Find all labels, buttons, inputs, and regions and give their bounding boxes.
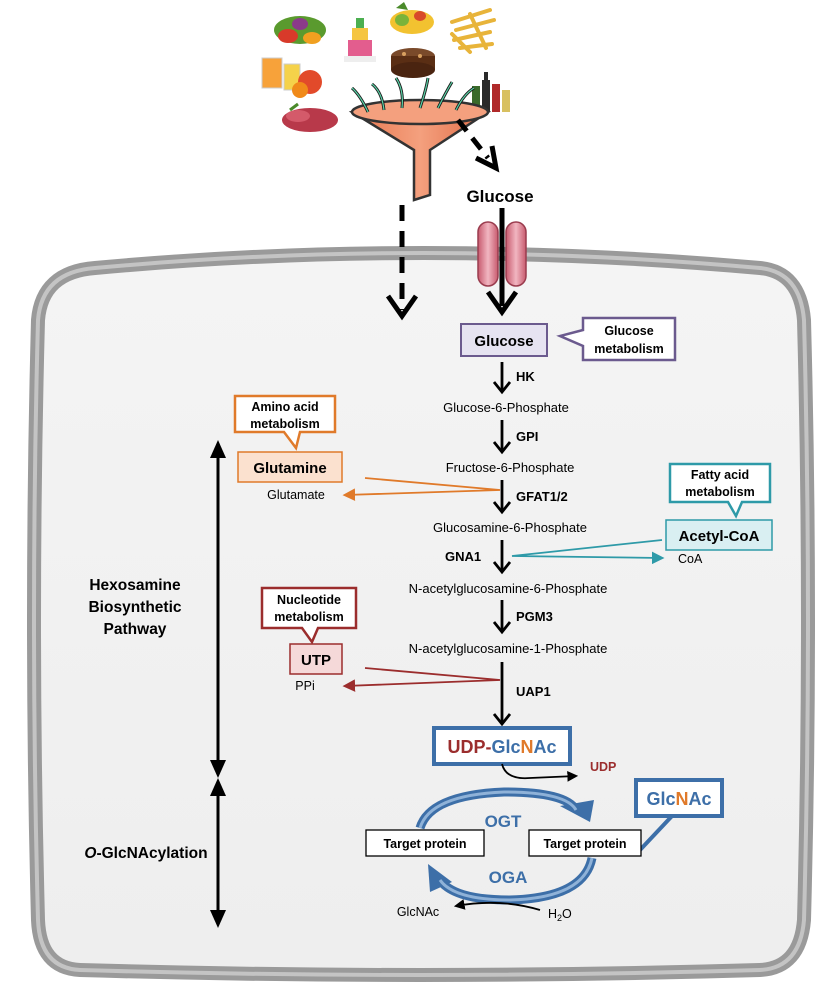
- nucleotide-metabolism-line2: metabolism: [274, 610, 343, 624]
- main-pathway-arrows: [492, 362, 512, 727]
- enzyme-gpi: GPI: [516, 429, 538, 444]
- hbp-label-line2: Biosynthetic: [88, 599, 181, 616]
- glucose-box: [460, 323, 548, 357]
- glcnac-free-label: GlcNAc: [397, 905, 439, 919]
- oglcnacylation-label: O-GlcNAcylation: [84, 845, 207, 862]
- fatty-metabolism-line1: Fatty acid: [691, 468, 749, 482]
- nucleotide-metabolism-line1: Nucleotide: [277, 593, 341, 607]
- hbp-label-line1: Hexosamine: [89, 577, 181, 594]
- meat-icon: [282, 102, 338, 132]
- glutamine-box: [237, 451, 343, 483]
- target-protein-left-box: [365, 829, 485, 857]
- glucose-top-label: Glucose: [466, 187, 533, 206]
- glcnac-pointer-line: [638, 814, 674, 852]
- utp-box: [289, 643, 343, 675]
- vegetables-icon: [274, 16, 326, 44]
- metabolite-glcnac1p: N-acetylglucosamine-1-Phosphate: [409, 641, 608, 656]
- food-icons: [261, 2, 510, 132]
- oga-label: OGA: [489, 868, 528, 887]
- chocolate-cake-icon: [391, 48, 435, 78]
- target-protein-right-box: [528, 829, 642, 857]
- amino-acid-metabolism-callout: [233, 394, 337, 451]
- enzyme-gfat: GFAT1/2: [516, 489, 568, 504]
- funnel-icon: [348, 77, 492, 202]
- udp-glcnac-label: UDP-GlcNAc: [447, 737, 556, 757]
- glcnac-release-arrow: [453, 899, 541, 911]
- utp-ppi-arrow: [342, 667, 501, 692]
- utp-label: UTP: [301, 652, 331, 669]
- glucose-metabolism-line1: Glucose: [604, 324, 653, 338]
- glutamine-label: Glutamine: [253, 460, 326, 477]
- enzyme-uap1: UAP1: [516, 684, 551, 699]
- enzyme-pgm3: PGM3: [516, 609, 553, 624]
- glutamine-glutamate-arrow: [342, 477, 501, 501]
- fruit-basket-icon: [390, 2, 434, 34]
- acetyl-coa-box: [665, 519, 773, 551]
- metabolite-gln6p: Glucosamine-6-Phosphate: [433, 520, 587, 535]
- glcnac-box: [634, 778, 724, 818]
- metabolite-g6p: Glucose-6-Phosphate: [443, 400, 569, 415]
- glucose-metabolism-callout: [556, 316, 677, 362]
- bottles-icon: [472, 72, 510, 112]
- acetyl-coa-arrow: [511, 539, 665, 565]
- metabolite-glcnac6p: N-acetylglucosamine-6-Phosphate: [409, 581, 608, 596]
- nucleotide-metabolism-callout: [260, 586, 358, 645]
- udp-release-arrow: [501, 763, 579, 782]
- acetyl-coa-label: Acetyl-CoA: [679, 528, 760, 545]
- pasta-icon: [450, 8, 496, 54]
- glutamate-label: Glutamate: [267, 488, 325, 502]
- fatty-acid-metabolism-callout: [668, 462, 772, 519]
- coa-label: CoA: [678, 552, 703, 566]
- udp-label: UDP: [590, 760, 616, 774]
- funnel-glucose-dashed-arrow: [456, 118, 490, 160]
- metabolite-f6p: Fructose-6-Phosphate: [446, 460, 575, 475]
- ppi-label: PPi: [295, 679, 314, 693]
- fatty-metabolism-line2: metabolism: [685, 485, 754, 499]
- hbp-label-line3: Pathway: [104, 621, 167, 638]
- amino-metabolism-line2: metabolism: [250, 417, 319, 431]
- juice-icon: [261, 57, 322, 98]
- amino-metabolism-line1: Amino acid: [251, 400, 318, 414]
- glucose-transporter-icon: [477, 221, 527, 287]
- target-protein-left-label: Target protein: [383, 837, 466, 851]
- enzyme-hk: HK: [516, 369, 535, 384]
- cake-tower-icon: [344, 18, 376, 62]
- target-protein-right-label: Target protein: [543, 837, 626, 851]
- ogt-label: OGT: [485, 812, 522, 831]
- glucose-metabolism-line2: metabolism: [594, 342, 663, 356]
- glucose-box-label: Glucose: [474, 333, 533, 350]
- enzyme-gna1: GNA1: [445, 549, 481, 564]
- water-label: H2O: [548, 907, 572, 923]
- glcnac-box-label: GlcNAc: [646, 789, 711, 809]
